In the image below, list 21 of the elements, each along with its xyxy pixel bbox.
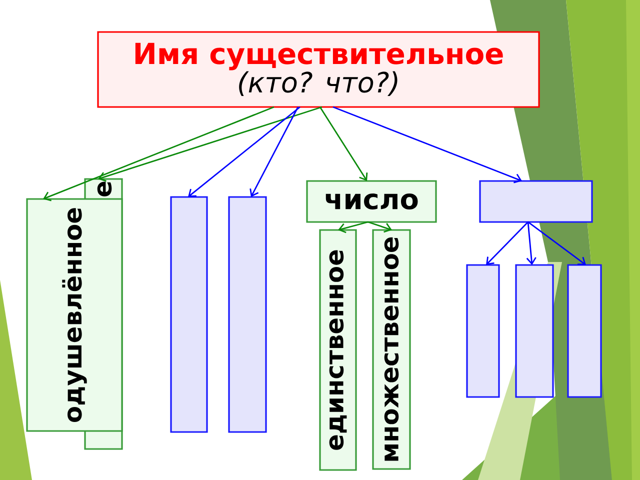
arrow [319,106,368,181]
arrow [528,221,586,266]
arrow [526,222,536,265]
arrow [98,106,322,182]
category-box: единственное [319,229,357,471]
blank-box [466,264,500,398]
arrow [368,221,392,233]
blank-box [567,264,602,398]
arrow [332,106,522,184]
category-box: число [306,180,437,223]
arrow [486,222,528,265]
blank-box [479,180,593,223]
arrow [43,106,274,202]
arrow [188,106,300,197]
title-box: Имя существительное (кто? что?) [97,31,540,108]
blank-box [170,196,208,433]
category-box: множественное [372,229,411,470]
arrow [250,106,299,197]
blank-box [515,264,554,398]
blank-box [228,196,267,433]
arrow [338,221,368,234]
